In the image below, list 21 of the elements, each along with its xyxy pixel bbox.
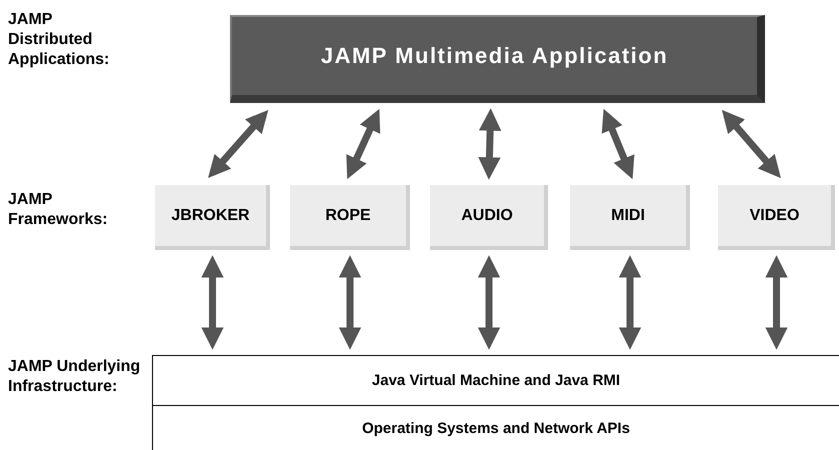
layer-band: Operating Systems and Network APIs [152,405,839,450]
double-arrow [346,108,380,180]
framework-box: JBROKER [155,185,270,250]
double-arrow [722,110,781,178]
double-arrow [478,255,500,350]
layer-label: JAMP Distributed Applications: [8,10,110,70]
layer-label: JAMP Frameworks: [8,190,109,230]
double-arrow [338,255,362,350]
framework-box: AUDIO [430,185,548,250]
framework-box: VIDEO [718,185,835,250]
double-arrow [765,255,788,350]
layer-label: JAMP Underlying Infrastructure: [8,357,142,397]
double-arrow [618,255,642,350]
double-arrow [602,108,634,180]
framework-box: ROPE [290,185,410,250]
double-arrow [208,110,268,178]
double-arrow [478,108,502,180]
double-arrow [201,255,224,350]
application-box: JAMP Multimedia Application [230,15,765,103]
layer-band: Java Virtual Machine and Java RMI [152,355,839,405]
framework-box: MIDI [570,185,690,250]
